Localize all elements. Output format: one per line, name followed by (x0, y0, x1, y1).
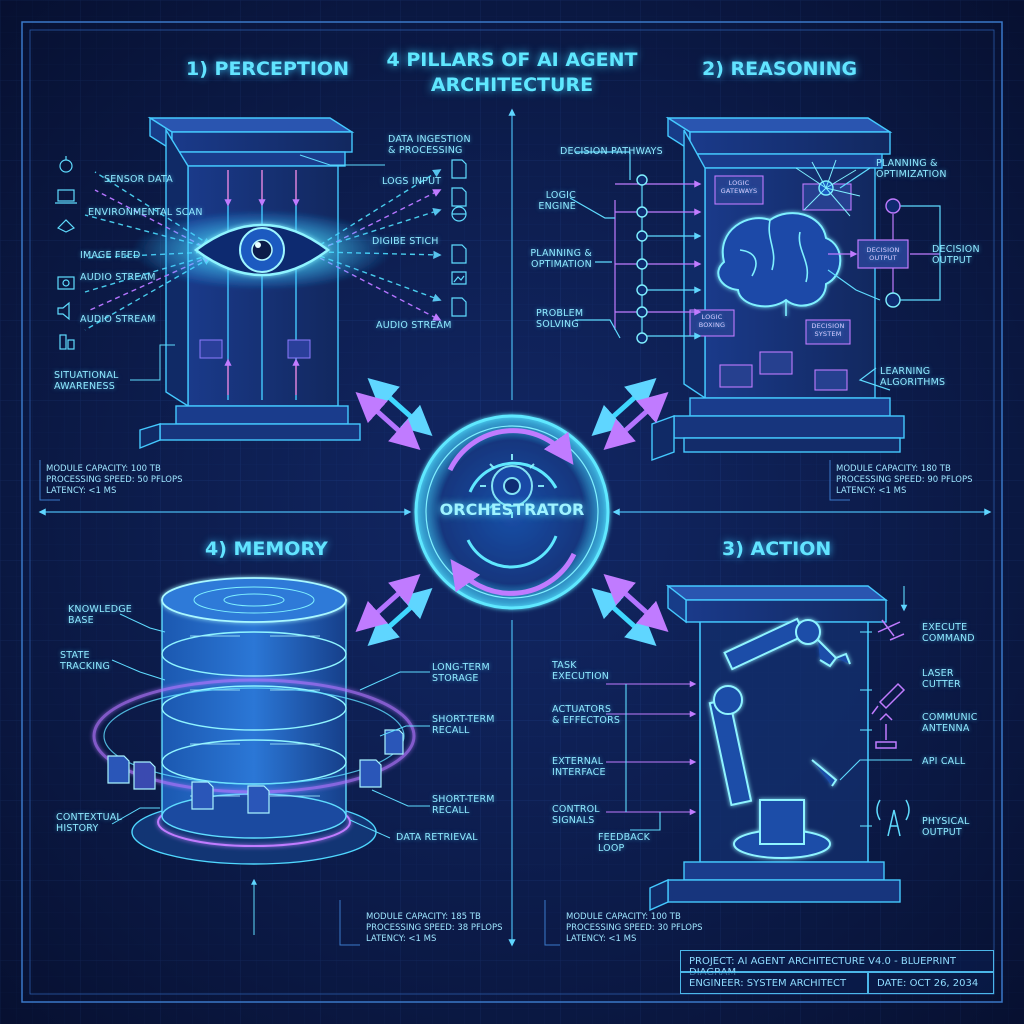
action-left-label: ACTUATORS & EFFECTORS (552, 704, 620, 726)
reasoning-left-label: PLANNING & OPTIMATION (510, 248, 592, 270)
action-specs: MODULE CAPACITY: 100 TB PROCESSING SPEED… (566, 912, 703, 945)
eye-icon (132, 210, 392, 290)
reasoning-heading: 2) REASONING (702, 58, 857, 80)
perception-input-label: ENVIRONMENTAL SCAN (88, 207, 203, 218)
perception-heading: 1) PERCEPTION (186, 58, 349, 80)
reasoning-left-label: LOGIC ENGINE (520, 190, 576, 212)
perception-output-label: DATA INGESTION & PROCESSING (388, 134, 471, 156)
memory-right-label: SHORT-TERM RECALL (432, 714, 495, 736)
reasoning-right-label: LEARNING ALGORITHMS (880, 366, 945, 388)
page-title-line1: 4 PILLARS OF AI AGENT (362, 48, 662, 73)
reasoning-inner-label: DECISION OUTPUT (858, 246, 908, 262)
action-left-label: CONTROL SIGNALS (552, 804, 600, 826)
perception-output-label: AUDIO STREAM (376, 320, 452, 331)
reasoning-right-label: DECISION OUTPUT (932, 244, 980, 266)
perception-input-label: SENSOR DATA (104, 174, 173, 185)
reasoning-right-label: PLANNING & OPTIMIZATION (876, 158, 947, 180)
orchestrator-label: ORCHESTRATOR (412, 500, 612, 519)
perception-input-label: AUDIO STREAM (80, 314, 156, 325)
action-right-label: EXECUTE COMMAND (922, 622, 975, 644)
memory-right-label: LONG-TERM STORAGE (432, 662, 490, 684)
reasoning-specs: MODULE CAPACITY: 180 TB PROCESSING SPEED… (836, 464, 973, 497)
action-left-label: FEEDBACK LOOP (598, 832, 650, 854)
action-heading: 3) ACTION (722, 538, 831, 560)
perception-output-label: LOGS INPUT (382, 176, 441, 187)
memory-right-label: DATA RETRIEVAL (396, 832, 478, 843)
action-left-label: TASK EXECUTION (552, 660, 609, 682)
title-block-date: DATE: OCT 26, 2034 (868, 972, 994, 994)
database-cylinder-icon (132, 578, 376, 864)
perception-input-label: IMAGE FEED (80, 250, 141, 261)
perception-output-label: DIGIBE STICH (372, 236, 439, 247)
memory-specs: MODULE CAPACITY: 185 TB PROCESSING SPEED… (366, 912, 503, 945)
action-right-label: LASER CUTTER (922, 668, 961, 690)
memory-left-label: STATE TRACKING (60, 650, 110, 672)
action-left-label: EXTERNAL INTERFACE (552, 756, 606, 778)
perception-specs: MODULE CAPACITY: 100 TB PROCESSING SPEED… (46, 464, 183, 497)
page-title-line2: ARCHITECTURE (362, 73, 662, 98)
perception-side-label: SITUATIONAL AWARENESS (54, 370, 119, 392)
reasoning-inner-label: LOGIC BOXING (691, 313, 733, 329)
perception-input-label: AUDIO STREAM (80, 272, 156, 283)
page-title: 4 PILLARS OF AI AGENT ARCHITECTURE (362, 48, 662, 98)
reasoning-left-label: PROBLEM SOLVING (536, 308, 583, 330)
memory-left-label: KNOWLEDGE BASE (68, 604, 132, 626)
reasoning-inner-label: DECISION SYSTEM (807, 322, 849, 338)
memory-left-label: CONTEXTUAL HISTORY (56, 812, 122, 834)
reasoning-inner-label: LOGIC GATEWAYS (717, 179, 761, 195)
title-block-engineer: ENGINEER: SYSTEM ARCHITECT (680, 972, 868, 994)
action-right-label: PHYSICAL OUTPUT (922, 816, 970, 838)
reasoning-left-label: DECISION PATHWAYS (560, 146, 663, 157)
memory-right-label: SHORT-TERM RECALL (432, 794, 495, 816)
memory-heading: 4) MEMORY (205, 538, 328, 560)
title-block-project: PROJECT: AI AGENT ARCHITECTURE V4.0 - BL… (680, 950, 994, 972)
action-right-label: API CALL (922, 756, 965, 767)
action-right-label: COMMUNIC ANTENNA (922, 712, 978, 734)
